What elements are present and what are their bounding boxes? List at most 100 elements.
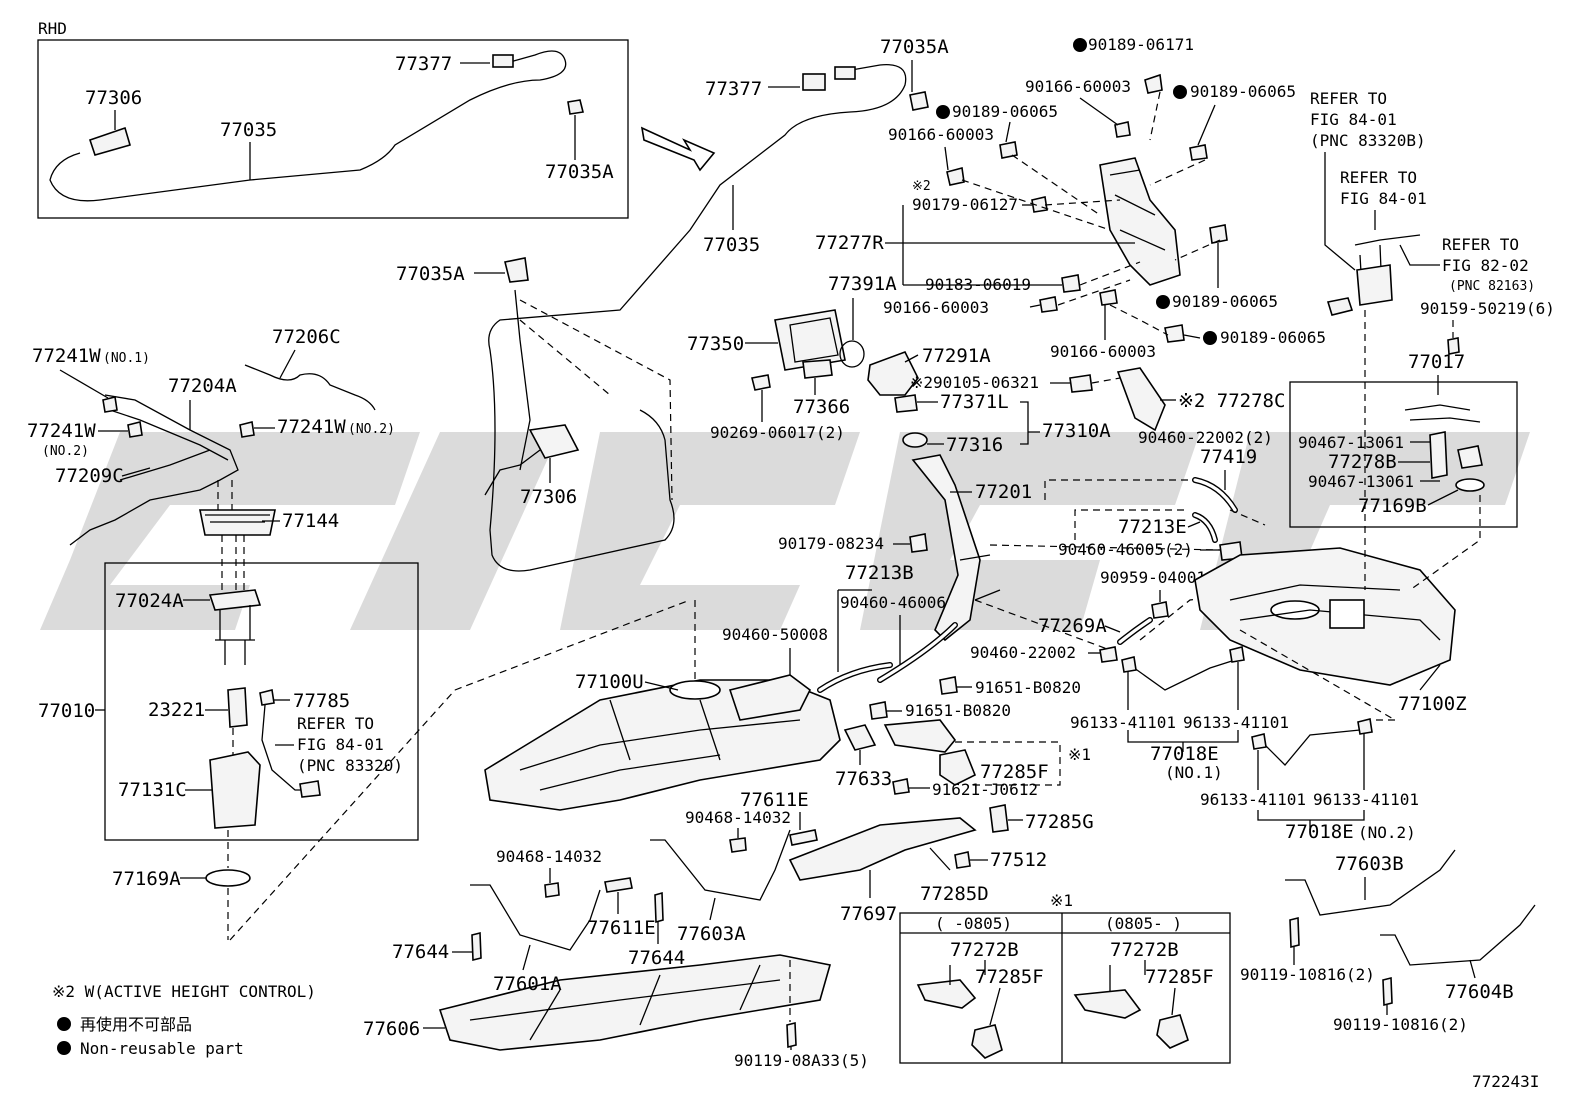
label-77035A-top: 77035A — [880, 36, 949, 58]
label-77285D: 77285D — [920, 883, 989, 905]
nonreusable-dot — [936, 105, 950, 119]
clip-90183-06019 — [1061, 274, 1081, 293]
label-77603B: 77603B — [1335, 853, 1404, 875]
clip-90179-06127 — [1031, 196, 1048, 213]
pump-assembly-left — [69, 364, 419, 940]
label-77350: 77350 — [687, 333, 744, 355]
label-90460-46005: 90460-46005(2) — [1058, 540, 1193, 559]
label-91621-J0612: 91621-J0612 — [932, 780, 1038, 799]
rhd-inset: RHD 77377 77306 77035 77035A — [37, 19, 629, 219]
label-90189-06065-d: 90189-06065 — [1220, 328, 1326, 347]
label-90159-50219: 90159-50219(6) — [1420, 299, 1555, 318]
label-77377-rhd: 77377 — [395, 53, 452, 75]
rhd-frame — [37, 39, 629, 219]
figure-id: 772243I — [1472, 1072, 1539, 1091]
label-77035: 77035 — [703, 234, 760, 256]
label-77017: 77017 — [1408, 351, 1465, 373]
clip-90189-06065-c — [1209, 224, 1228, 244]
label-77241W-1: 77241W — [32, 345, 101, 367]
straps-bottom — [438, 804, 1009, 1051]
bolt-77611E-a — [789, 829, 818, 846]
rhd-clip — [567, 99, 584, 115]
label-77366: 77366 — [793, 396, 850, 418]
ref-fig8401-a-1: REFER TO — [297, 714, 374, 733]
ref-8202-3: (PNC 82163) — [1449, 279, 1535, 294]
label-77024A: 77024A — [115, 590, 184, 612]
label-90189-06065-a: 90189-06065 — [952, 102, 1058, 121]
pump-assembly-frame — [104, 562, 419, 841]
bolt-90166-b — [946, 166, 965, 186]
mark1-a: ※1 — [1068, 745, 1091, 764]
filter-77131C — [209, 751, 261, 829]
label-77018E-1-sub: (NO.1) — [1165, 763, 1223, 782]
label-77785: 77785 — [293, 690, 350, 712]
bolt-90166-a — [1114, 121, 1131, 138]
label-77512: 77512 — [990, 849, 1047, 871]
label-77269A: 77269A — [1038, 615, 1107, 637]
label-90119-08A33: 90119-08A33(5) — [734, 1051, 869, 1070]
label-77278B: 77278B — [1328, 451, 1397, 473]
ref-fig8401-a-2: FIG 84-01 — [297, 735, 384, 754]
tank-pump-opening — [669, 680, 721, 700]
label-77606: 77606 — [363, 1018, 420, 1040]
vent-connector-a — [802, 73, 826, 91]
inset-clip-b — [1156, 1014, 1189, 1049]
clip-96133-c — [1251, 733, 1267, 750]
mark2-a: ※2 — [912, 179, 931, 194]
label-77371L: 77371L — [940, 391, 1009, 413]
label-90460-22002-2: 90460-22002(2) — [1138, 428, 1273, 447]
label-77391A: 77391A — [828, 273, 897, 295]
vent-clip-mid — [504, 257, 529, 283]
sender-tube — [1429, 431, 1448, 479]
clip-90189-06065-d — [1164, 324, 1185, 343]
variant-inset: ※1 ( -0805) (0805- ) 77272B 77285F 77272… — [899, 891, 1231, 1064]
clip-96133-a — [1121, 656, 1137, 673]
label-96133-a: 96133-41101 — [1070, 713, 1176, 732]
sender-unit — [1356, 264, 1393, 306]
bolt-290105-06321 — [1069, 374, 1093, 393]
label-77035A-mid: 77035A — [396, 263, 465, 285]
label-77206C: 77206C — [272, 326, 341, 348]
label-77306-rhd: 77306 — [85, 87, 142, 109]
nonreusable-legend-dot-1 — [57, 1017, 71, 1031]
label-91651-B0820-a: 91651-B0820 — [975, 678, 1081, 697]
label-90119-10816-b: 90119-10816(2) — [1333, 1015, 1468, 1034]
tank-body-77100Z — [1194, 547, 1456, 686]
bolt-91651-b — [869, 701, 888, 720]
ref-top-2: FIG 84-01 — [1310, 110, 1397, 129]
ref-top-1: REFER TO — [1310, 89, 1387, 108]
label-77018E-2: 77018E — [1285, 821, 1354, 843]
label-90166-60003-d: 90166-60003 — [1050, 342, 1156, 361]
bolt-90166-d — [1099, 289, 1118, 306]
label-77603A: 77603A — [677, 923, 746, 945]
clamp-90179-08234 — [909, 533, 928, 553]
label-90468-14032-b: 90468-14032 — [496, 847, 602, 866]
label-77010: 77010 — [38, 700, 95, 722]
label-90189-06065-c: 90189-06065 — [1172, 292, 1278, 311]
clip-77285G — [989, 804, 1009, 833]
label-77697: 77697 — [840, 903, 897, 925]
straps-right — [1285, 849, 1536, 1007]
bolt-90119-08A33 — [786, 1021, 797, 1049]
clip-77241W-2a — [127, 421, 143, 438]
label-77278C: ※2 77278C — [1178, 390, 1285, 412]
rhd-vent-tube — [49, 50, 567, 202]
tank-top-boss — [728, 674, 812, 721]
label-77241W-2b-sub: (NO.2) — [348, 422, 395, 437]
label-77633: 77633 — [835, 768, 892, 790]
nonreusable-dot — [1156, 295, 1170, 309]
note-mark2: ※2 W(ACTIVE HEIGHT CONTROL) — [52, 982, 316, 1001]
ref-fig8401-a-3: (PNC 83320) — [297, 756, 403, 775]
label-77213E: 77213E — [1118, 516, 1187, 538]
label-77241W-2a-sub: (NO.2) — [42, 444, 89, 459]
label-23221: 23221 — [148, 699, 205, 721]
label-77285F-a: 77285F — [975, 966, 1044, 988]
label-77169A: 77169A — [112, 868, 181, 890]
label-77241W-1-sub: (NO.1) — [103, 351, 150, 366]
ref-top-3: (PNC 83320B) — [1310, 131, 1426, 150]
label-77241W-2b: 77241W — [277, 416, 346, 438]
note-nonreusable-jp: 再使用不可部品 — [80, 1015, 192, 1034]
hinge-77366 — [802, 359, 833, 379]
label-90166-60003-b: 90166-60003 — [888, 125, 994, 144]
